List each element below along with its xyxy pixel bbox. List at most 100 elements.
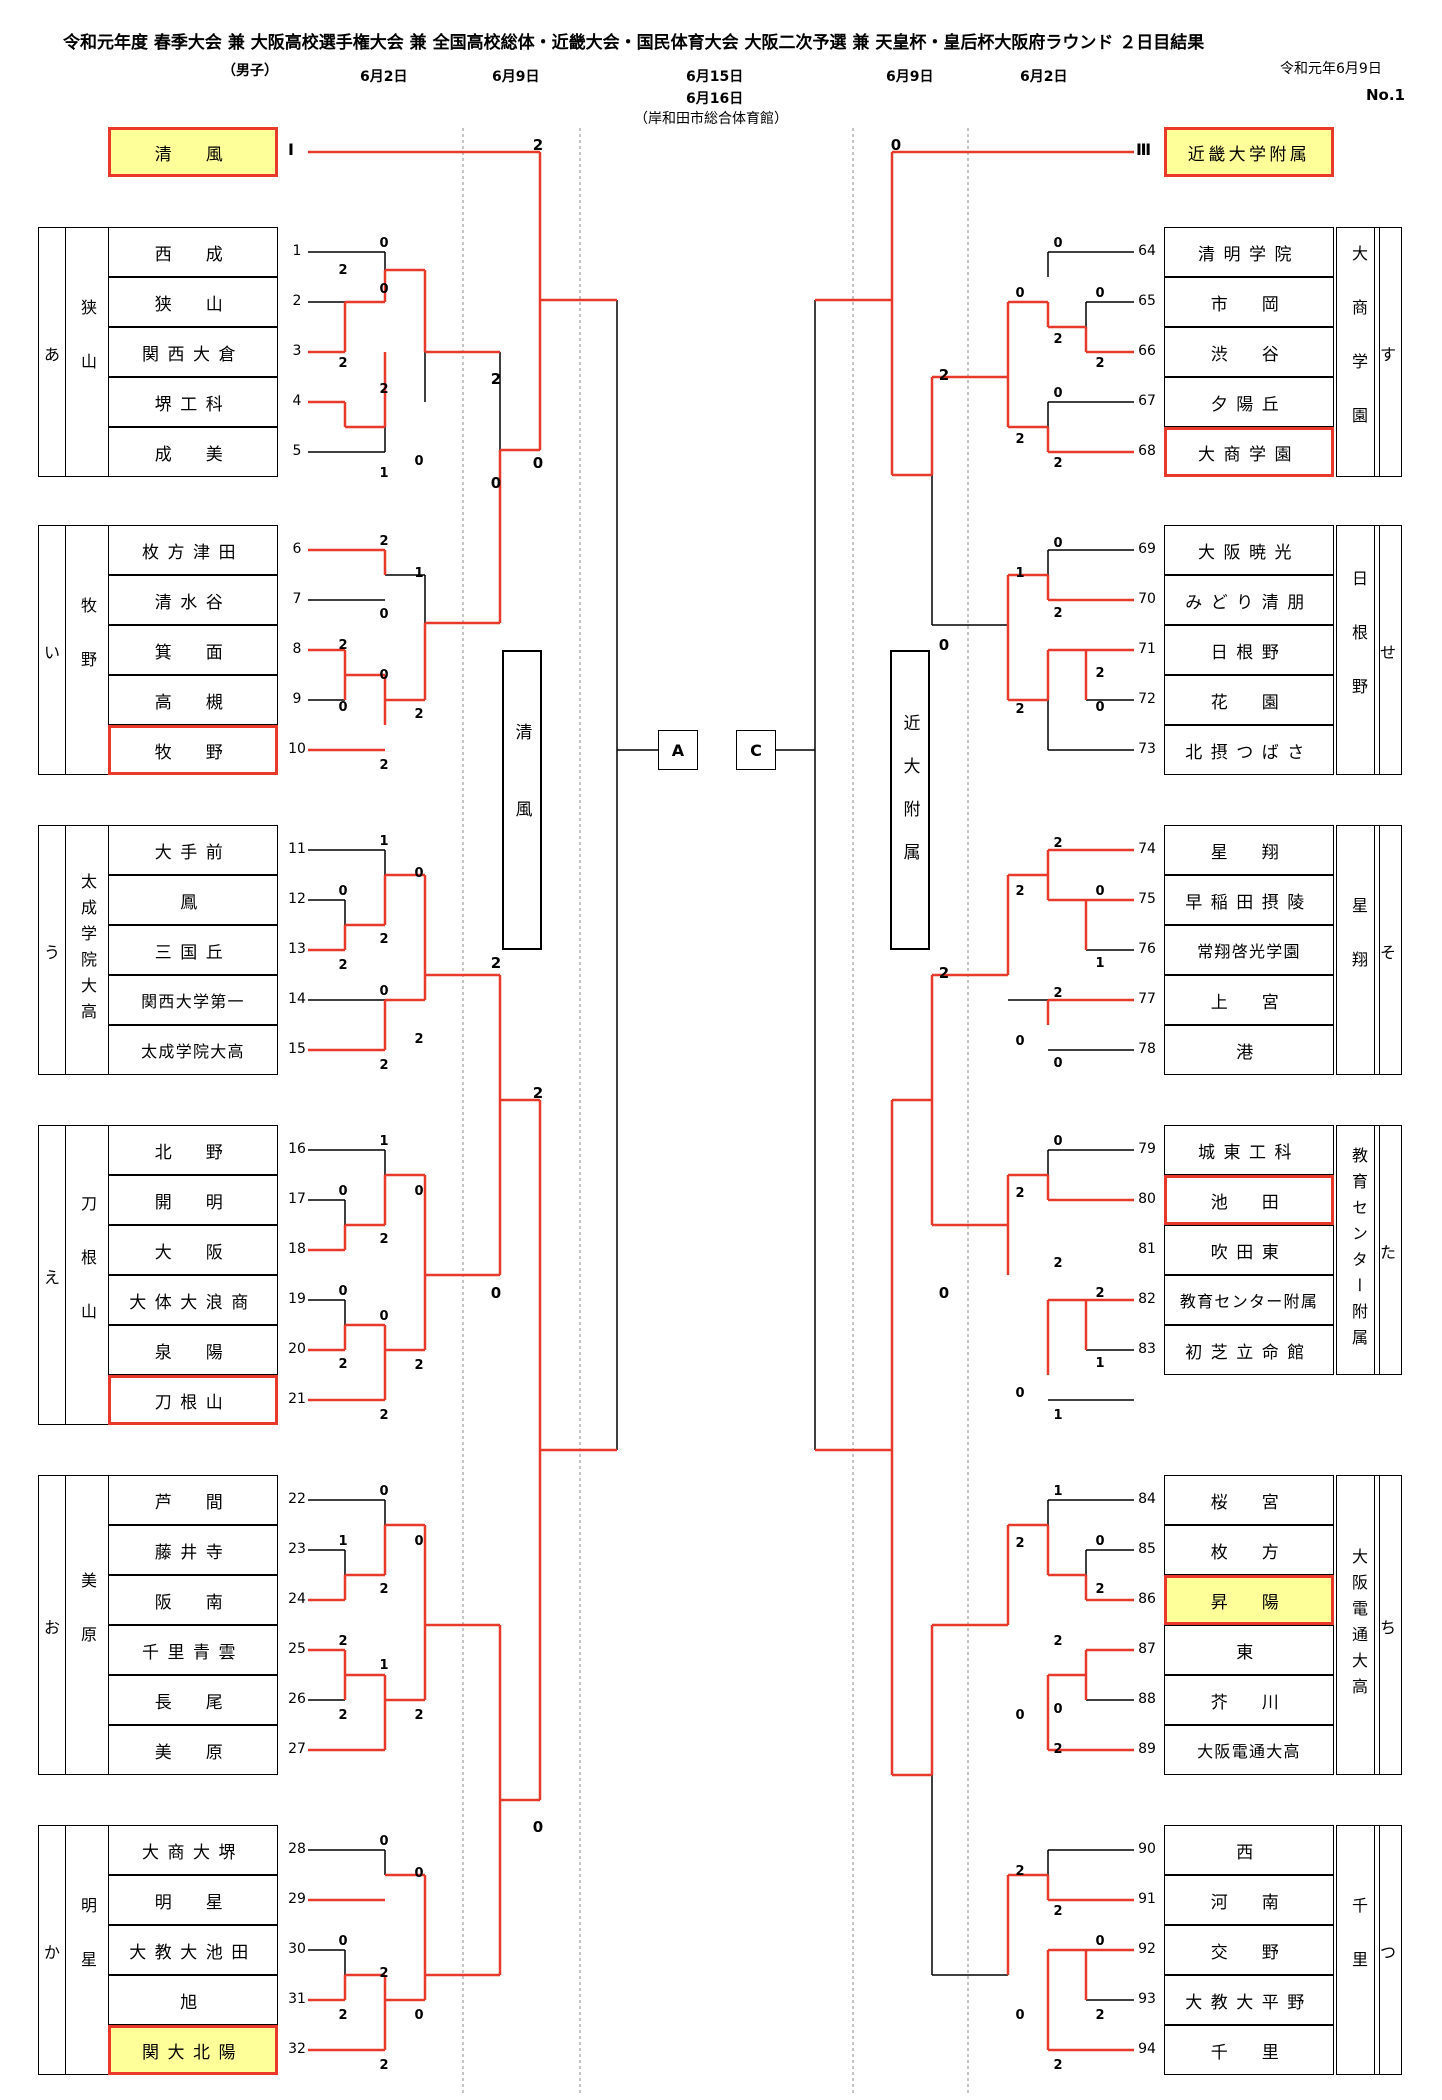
team-row: 城東工科: [1164, 1125, 1334, 1175]
team-row: 関大北陽: [108, 2025, 278, 2075]
date-final-2: 6月16日: [686, 91, 744, 107]
score-label: 2: [1053, 1256, 1063, 1271]
score-label: 2: [338, 958, 348, 973]
score-label: 0: [338, 1284, 348, 1299]
score-label: 0: [532, 1818, 544, 1836]
score-label: 1: [379, 834, 389, 849]
score-label: 0: [1015, 2008, 1025, 2023]
team-number: 86: [1138, 1591, 1156, 1607]
score-label: 0: [414, 454, 424, 469]
score-label: 2: [338, 1357, 348, 1372]
score-label: 1: [414, 566, 424, 581]
score-label: 0: [338, 700, 348, 715]
score-label: 0: [1095, 1534, 1105, 1549]
team-number: 20: [288, 1341, 306, 1357]
score-label: 2: [1095, 356, 1105, 371]
score-label: 2: [1095, 1286, 1105, 1301]
group-kana: そ: [1379, 943, 1396, 962]
score-label: 2: [532, 1084, 544, 1102]
team-row: 大 阪: [108, 1225, 278, 1275]
score-label: 2: [379, 2058, 389, 2073]
team-number: 74: [1138, 841, 1156, 857]
team-number: 75: [1138, 891, 1156, 907]
team-row: 北摂つばさ: [1164, 725, 1334, 775]
team-row: 大商大堺: [108, 1825, 278, 1875]
group-kana-cell: あ: [38, 227, 66, 477]
team-number: 77: [1138, 991, 1156, 1007]
team-number: 24: [288, 1591, 306, 1607]
team-number: 9: [292, 691, 302, 707]
team-row: 関西大倉: [108, 327, 278, 377]
team-number: 72: [1138, 691, 1156, 707]
team-row: 堺工科: [108, 377, 278, 427]
team-row: みどり清朋: [1164, 575, 1334, 625]
team-number: 84: [1138, 1491, 1156, 1507]
group-name: 星翔: [1349, 897, 1368, 1005]
score-label: 2: [379, 1582, 389, 1597]
team-number: 27: [288, 1741, 306, 1757]
group-kana-cell: つ: [1374, 1825, 1402, 2075]
team-row: 明 星: [108, 1875, 278, 1925]
group-name-cell: 美原: [65, 1475, 109, 1775]
team-number: 89: [1138, 1741, 1156, 1757]
score-label: 0: [1053, 386, 1063, 401]
score-label: 2: [1015, 1536, 1025, 1551]
score-label: 2: [938, 366, 950, 384]
team-row: 刀根山: [108, 1375, 278, 1425]
score-label: 0: [1053, 1702, 1063, 1717]
date-left-1: 6月2日: [360, 69, 408, 85]
team-row: 太成学院大高: [108, 1025, 278, 1075]
team-row: 大商学園: [1164, 427, 1334, 477]
group-name: 千里: [1349, 1897, 1368, 2005]
team-number: 16: [288, 1141, 306, 1157]
team-row: 高 槻: [108, 675, 278, 725]
score-label: 2: [1053, 836, 1063, 851]
score-label: 0: [532, 454, 544, 472]
score-label: 0: [338, 1934, 348, 1949]
score-label: 0: [938, 1284, 950, 1302]
team-number: 88: [1138, 1691, 1156, 1707]
team-number: 68: [1138, 443, 1156, 459]
score-label: 0: [338, 1184, 348, 1199]
score-label: 2: [490, 954, 502, 972]
team-number: 21: [288, 1391, 306, 1407]
score-label: 1: [1015, 566, 1025, 581]
group-name: 教育センター附属: [1349, 1147, 1368, 1355]
group-kana-cell: す: [1374, 227, 1402, 477]
score-label: 2: [379, 932, 389, 947]
seed-left-mark: Ⅰ: [288, 140, 294, 159]
team-row: 市 岡: [1164, 277, 1334, 327]
team-row: 星 翔: [1164, 825, 1334, 875]
score-label: 0: [379, 1484, 389, 1499]
score-label: 0: [414, 1866, 424, 1881]
score-label: 2: [1053, 2058, 1063, 2073]
team-row: 阪 南: [108, 1575, 278, 1625]
group-kana: ち: [1379, 1618, 1396, 1637]
score-label: 2: [379, 382, 389, 397]
group-kana: す: [1379, 345, 1396, 364]
team-number: 3: [292, 343, 302, 359]
group-name: 美原: [78, 1572, 97, 1680]
team-number: 69: [1138, 541, 1156, 557]
group-kana: い: [43, 643, 60, 662]
team-number: 64: [1138, 243, 1156, 259]
group-name-cell: 千里: [1336, 1825, 1380, 2075]
score-label: 1: [379, 466, 389, 481]
team-row: 早稲田摂陵: [1164, 875, 1334, 925]
group-name: 大阪電通大高: [1349, 1548, 1368, 1704]
score-label: 2: [414, 1358, 424, 1373]
team-number: 18: [288, 1241, 306, 1257]
group-name-cell: 星翔: [1336, 825, 1380, 1075]
team-number: 8: [292, 641, 302, 657]
team-number: 90: [1138, 1841, 1156, 1857]
score-label: 2: [1053, 606, 1063, 621]
score-label: 2: [338, 1708, 348, 1723]
score-label: 0: [1053, 1056, 1063, 1071]
team-number: 30: [288, 1941, 306, 1957]
group-name: 太成学院大高: [78, 873, 97, 1029]
team-number: 81: [1138, 1241, 1156, 1257]
team-number: 79: [1138, 1141, 1156, 1157]
gender-label: （男子）: [222, 63, 278, 79]
score-label: 2: [1095, 2008, 1105, 2023]
score-label: 0: [379, 236, 389, 251]
